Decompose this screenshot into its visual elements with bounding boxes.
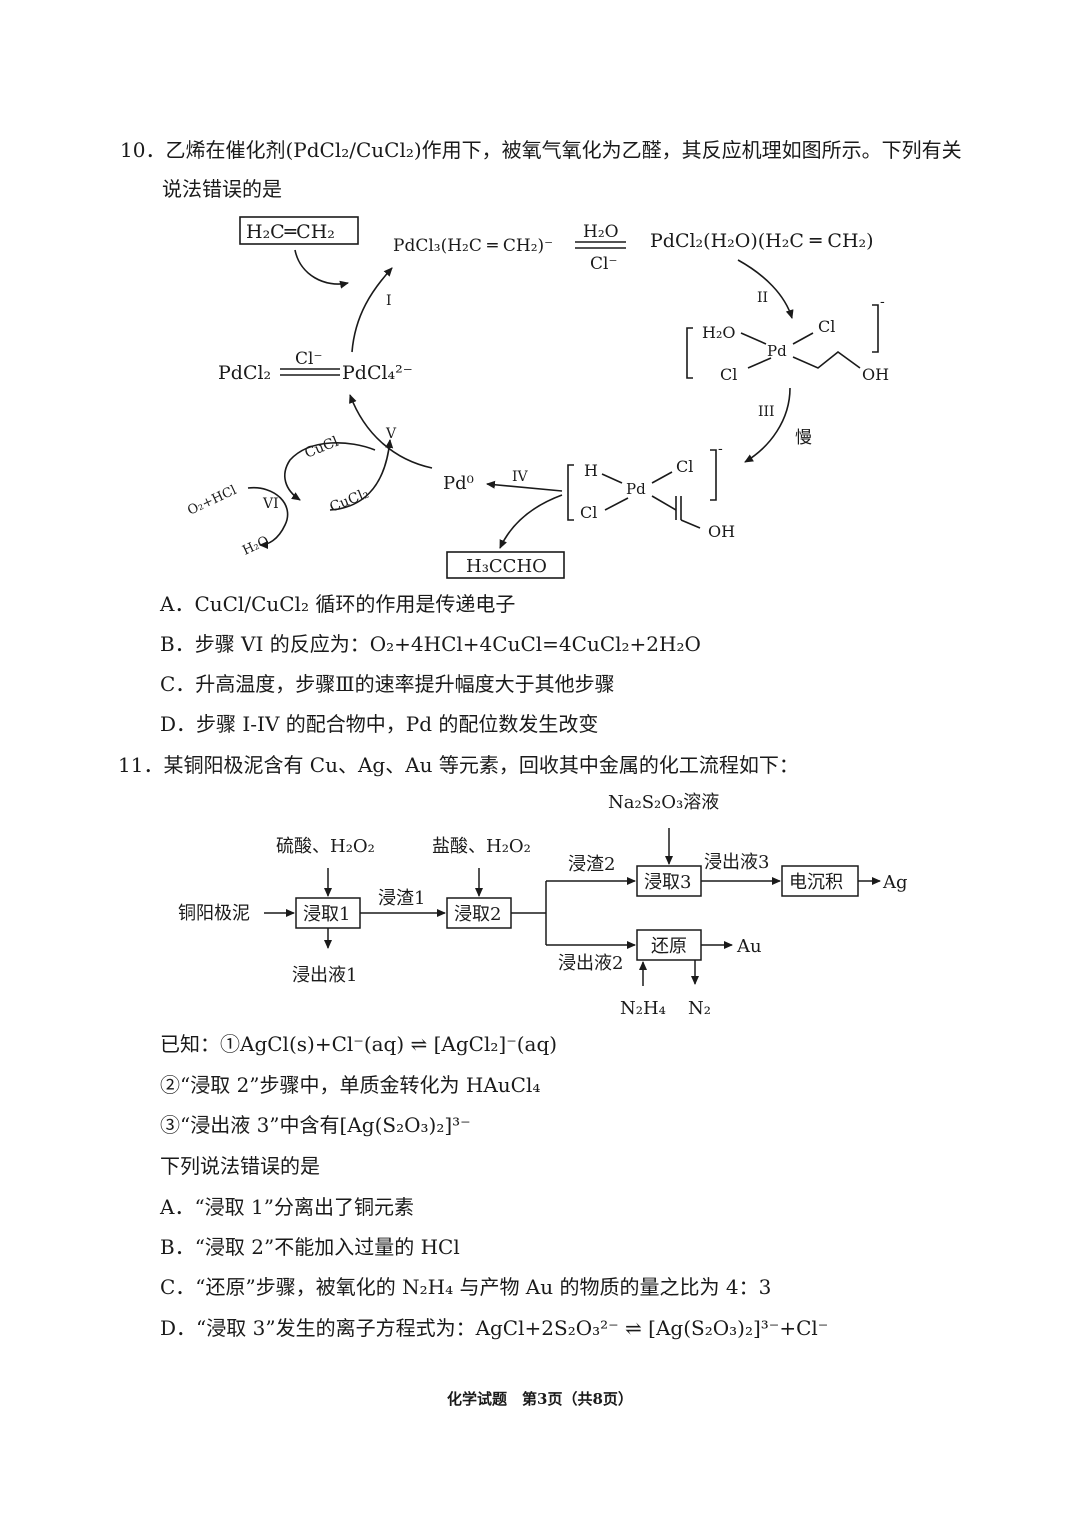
raw-label: 铜阳极泥: [178, 903, 250, 924]
ethylene-label: H₂C═CH₂: [246, 221, 335, 243]
residue1-label: 浸渣1: [378, 888, 425, 909]
reagent3-label: Na₂S₂O₃溶液: [608, 792, 719, 813]
pd-complex2-label: PdCl₂(H₂O)(H₂C ═ CH₂): [650, 230, 874, 252]
reagent2-label: 盐酸、H₂O₂: [432, 836, 531, 857]
complex4-left-bracket: [567, 464, 574, 521]
bond: [651, 471, 673, 484]
cl-ligand-label: Cl: [676, 457, 693, 476]
pdcl4-label: PdCl₄²⁻: [342, 362, 413, 384]
n2h4-label: N₂H₄: [620, 998, 666, 1019]
au-label: Au: [736, 936, 762, 957]
bond: [604, 497, 629, 511]
cucl-label: CuCl: [303, 434, 342, 462]
q11-known-3: ③“浸出液 3”中含有[Ag(S₂O₃)₂]³⁻: [160, 1113, 471, 1137]
pd-center-label: Pd: [626, 480, 646, 498]
process-flowchart: 铜阳极泥 硫酸、H₂O₂ 浸取1 浸出液1 浸渣1 盐酸、H₂O₂ 浸取2 浸渣…: [178, 792, 908, 1019]
reduce-label: 还原: [651, 936, 687, 957]
step6-arrow: [247, 487, 289, 549]
q10-option-c: C．升高温度，步骤Ⅲ的速率提升幅度大于其他步骤: [160, 672, 615, 696]
q10-stem-line2: 说法错误的是: [162, 177, 282, 201]
cycle-arrow-cucl: [284, 442, 376, 501]
charge-label: -: [718, 441, 723, 457]
pd-center-label: Pd: [767, 342, 787, 360]
electro-label: 电沉积: [789, 872, 843, 893]
bond: [601, 473, 623, 484]
step1-label: I: [386, 293, 392, 309]
step5-arrow: [349, 394, 433, 469]
bond: [792, 332, 814, 345]
liquor1-label: 浸出液1: [292, 965, 357, 986]
step4-arrow-pd: [486, 480, 563, 492]
step3-arrow: [744, 387, 791, 463]
q11-question: 下列说法错误的是: [160, 1154, 320, 1178]
leach3-label: 浸取3: [644, 872, 691, 893]
residue2-label: 浸渣2: [568, 854, 615, 875]
step4-label: IV: [512, 469, 529, 485]
chloride-eq-label: Cl⁻: [295, 349, 322, 369]
chloride-bottom-label: Cl⁻: [590, 254, 617, 274]
cucl2-label: CuCl₂: [328, 486, 372, 516]
chain: [792, 350, 861, 369]
bond: [651, 495, 677, 511]
q10-option-d: D．步骤 I-IV 的配合物中，Pd 的配位数发生改变: [160, 712, 599, 736]
complex3-left-bracket: [686, 327, 693, 379]
h-ligand-label: H: [584, 461, 598, 480]
cycle-arrow-cucl2: [329, 439, 394, 511]
ag-label: Ag: [882, 872, 908, 893]
step4-arrow-product: [499, 494, 563, 549]
pd0-label: Pd⁰: [443, 473, 474, 494]
page-footer: 化学试题 第3页（共8页）: [447, 1390, 633, 1408]
q11-known-1: 已知：①AgCl(s)+Cl⁻(aq) ⇌ [AgCl₂]⁻(aq): [160, 1032, 558, 1056]
product-box: [446, 551, 565, 579]
complex4-right-bracket: [710, 449, 717, 501]
n2-label: N₂: [688, 998, 711, 1019]
cl-ligand-label: Cl: [818, 317, 835, 336]
step2-label: II: [757, 290, 768, 306]
liquor3-label: 浸出液3: [704, 852, 769, 873]
step6-label: VI: [262, 496, 279, 512]
leach2-label: 浸取2: [454, 904, 501, 925]
liquor2-label: 浸出液2: [558, 953, 623, 974]
h2o-out-label: H₂O: [240, 534, 271, 559]
step1-arrow: [351, 267, 393, 353]
bond: [747, 357, 772, 369]
bond: [740, 332, 767, 345]
ethylene-box: [239, 216, 359, 245]
mechanism-diagram: H₂C═CH₂ PdCl₃(H₂C ═ CH₂)⁻ H₂O Cl⁻ PdCl₂(…: [185, 216, 889, 579]
q11-option-b: B．“浸取 2”不能加入过量的 HCl: [160, 1235, 460, 1259]
q11-option-c: C．“还原”步骤，被氧化的 N₂H₄ 与产物 Au 的物质的量之比为 4：3: [160, 1275, 772, 1299]
oh-label: OH: [862, 365, 889, 384]
pd-complex1-label: PdCl₃(H₂C ═ CH₂)⁻: [393, 236, 553, 256]
charge-label: -: [880, 294, 885, 310]
bond: [680, 519, 701, 529]
q10-option-b: B．步骤 VI 的反应为：O₂+4HCl+4CuCl=4CuCl₂+2H₂O: [160, 632, 701, 656]
step5-label: V: [385, 426, 397, 442]
step3-label: III: [758, 404, 775, 420]
o2hcl-label: O₂+HCl: [185, 483, 239, 519]
product-label: H₃CCHO: [466, 556, 547, 577]
reagent1-label: 硫酸、H₂O₂: [276, 836, 375, 857]
q11-stem: 11．某铜阳极泥含有 Cu、Ag、Au 等元素，回收其中金属的化工流程如下：: [118, 753, 799, 777]
q11-known-2: ②“浸取 2”步骤中，单质金转化为 HAuCl₄: [160, 1073, 541, 1097]
h2o-ligand-label: H₂O: [702, 323, 735, 342]
leach1-label: 浸取1: [303, 904, 350, 925]
q10-option-a: A．CuCl/CuCl₂ 循环的作用是传递电子: [160, 592, 516, 616]
cl-ligand-label: Cl: [720, 365, 737, 384]
q10-stem-line1: 10．乙烯在催化剂(PdCl₂/CuCl₂)作用下，被氧气氧化为乙醛，其反应机理…: [120, 138, 962, 162]
oh-label: OH: [708, 522, 735, 541]
step2-arrow: [737, 259, 794, 319]
q11-option-d: D．“浸取 3”发生的离子方程式为：AgCl+2S₂O₃²⁻ ⇌ [Ag(S₂O…: [160, 1316, 829, 1340]
pdcl2-label: PdCl₂: [218, 362, 271, 384]
cl-ligand-label: Cl: [580, 503, 597, 522]
complex3-right-bracket: [872, 304, 879, 353]
ethylene-arrow: [294, 249, 349, 289]
slow-label: 慢: [795, 427, 812, 448]
q11-option-a: A．“浸取 1”分离出了铜元素: [160, 1195, 414, 1219]
water-top-label: H₂O: [583, 222, 619, 242]
